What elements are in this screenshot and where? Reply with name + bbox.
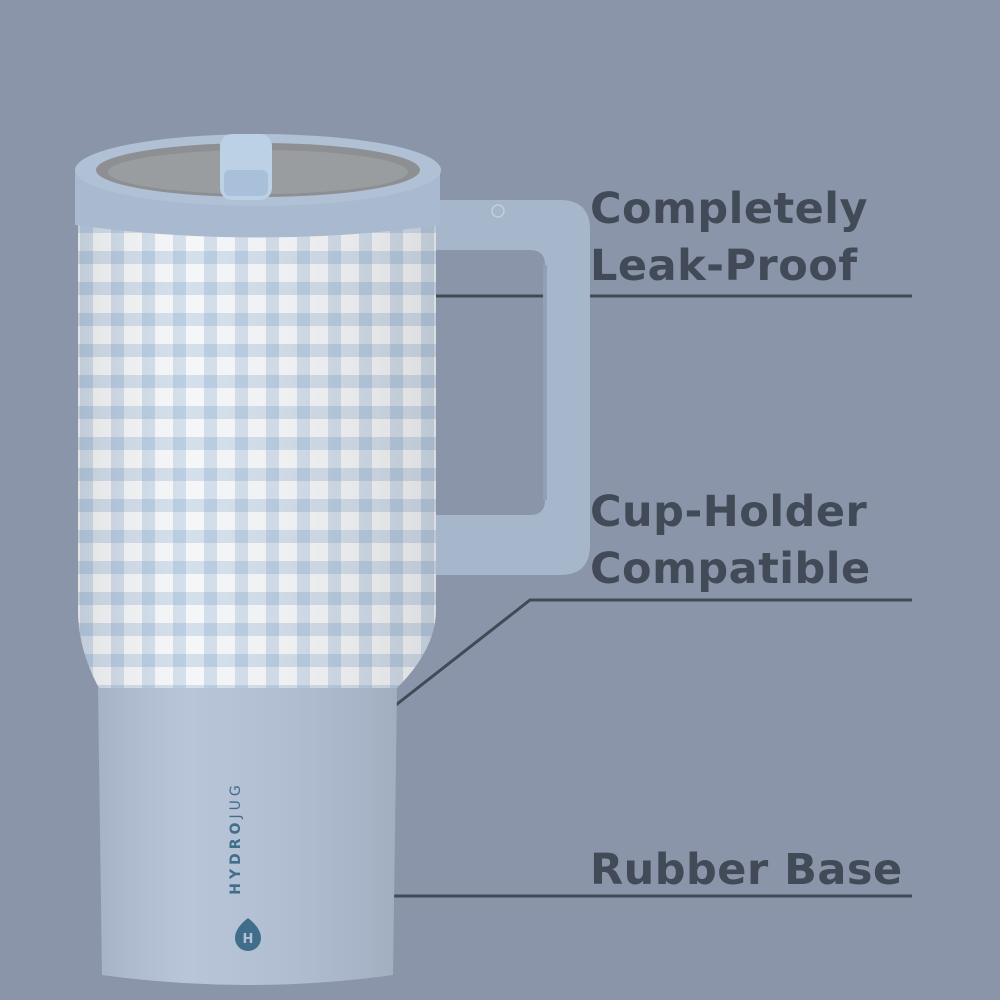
callout-line-cup-holder — [391, 598, 912, 710]
brand-wordmark-light: JUG — [228, 781, 244, 819]
tumbler-lid — [75, 134, 441, 238]
feature-line: Leak-Proof — [590, 241, 858, 291]
feature-rubber-base: Rubber Base — [590, 842, 903, 899]
brand-wordmark-bold: HYDRO — [228, 818, 244, 895]
rubber-base — [98, 688, 397, 985]
feature-line: Rubber Base — [590, 845, 903, 895]
svg-text:H: H — [243, 932, 254, 947]
feature-line: Completely — [590, 184, 869, 234]
tumbler-handle — [425, 200, 590, 575]
brand-wordmark: HYDROJUG — [228, 760, 248, 940]
feature-line: Compatible — [590, 544, 871, 594]
feature-leak-proof: Completely Leak-Proof — [590, 181, 868, 295]
feature-cup-holder: Cup-Holder Compatible — [590, 484, 871, 598]
feature-line: Cup-Holder — [590, 487, 868, 537]
tumbler-body — [78, 200, 436, 690]
brand-logo-icon: H — [235, 918, 261, 951]
callout-lines — [380, 294, 912, 898]
